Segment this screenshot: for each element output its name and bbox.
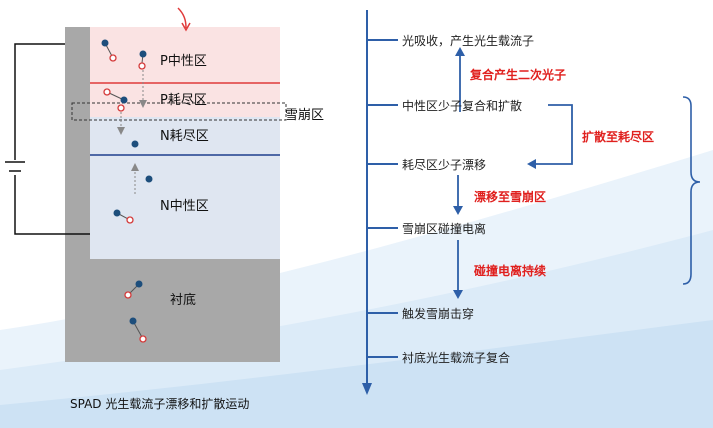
annotation-diffuse: 扩散至耗尽区 (582, 130, 655, 144)
diffuse-bend-arrow (534, 104, 573, 165)
diffuse-bend-arrowhead (527, 159, 536, 169)
n-depletion-label: N耗尽区 (160, 129, 209, 144)
electron (131, 140, 139, 148)
hole (103, 88, 111, 96)
holes (103, 54, 147, 343)
hole (138, 62, 146, 70)
flow-step-4: 雪崩区碰撞电离 (402, 222, 487, 236)
n-region (90, 117, 280, 259)
electron (120, 96, 128, 104)
timeline-arrowhead (362, 383, 372, 395)
electron (101, 39, 109, 47)
hole (109, 54, 117, 62)
electron (113, 209, 121, 217)
step-arrowheads (453, 47, 465, 299)
step-arrows (457, 52, 461, 292)
substrate-label: 衬底 (170, 293, 197, 308)
flow-step-6: 衬底光生载流子复合 (402, 351, 511, 365)
annotation-ionization: 碰撞电离持续 (474, 264, 547, 278)
flow-step-1: 光吸收，产生光生载流子 (402, 34, 535, 48)
hole (117, 104, 125, 112)
electron (139, 50, 147, 58)
step-ticks (367, 39, 398, 358)
process-bracket (682, 96, 701, 285)
diagram-caption: SPAD 光生载流子漂移和扩散运动 (70, 397, 250, 411)
incident-light-arrow (177, 7, 187, 29)
flow-step-2: 中性区少子复合和扩散 (402, 99, 523, 113)
motion-arrows (120, 66, 144, 195)
circuit-wire-bottom (14, 175, 90, 235)
avalanche-label: 雪崩区 (285, 108, 325, 123)
flow-step-5: 触发雪崩击穿 (402, 307, 475, 321)
annotation-recombine: 复合产生二次光子 (470, 68, 567, 82)
electrons (101, 39, 153, 325)
circuit-wire-top (14, 43, 65, 160)
avalanche-region-box (71, 102, 287, 121)
hole (124, 291, 132, 299)
annotation-drift: 漂移至雪崩区 (474, 190, 547, 204)
p-depletion-label: P耗尽区 (160, 93, 207, 108)
hole (126, 216, 134, 224)
electron (129, 317, 137, 325)
electron (135, 280, 143, 288)
flow-step-3: 耗尽区少子漂移 (402, 158, 487, 172)
motion-arrowheads (117, 100, 147, 171)
p-neutral-label: P中性区 (160, 54, 207, 69)
hole (139, 335, 147, 343)
electron (145, 175, 153, 183)
incident-light-arrowhead (181, 22, 191, 32)
n-neutral-label: N中性区 (160, 199, 209, 214)
